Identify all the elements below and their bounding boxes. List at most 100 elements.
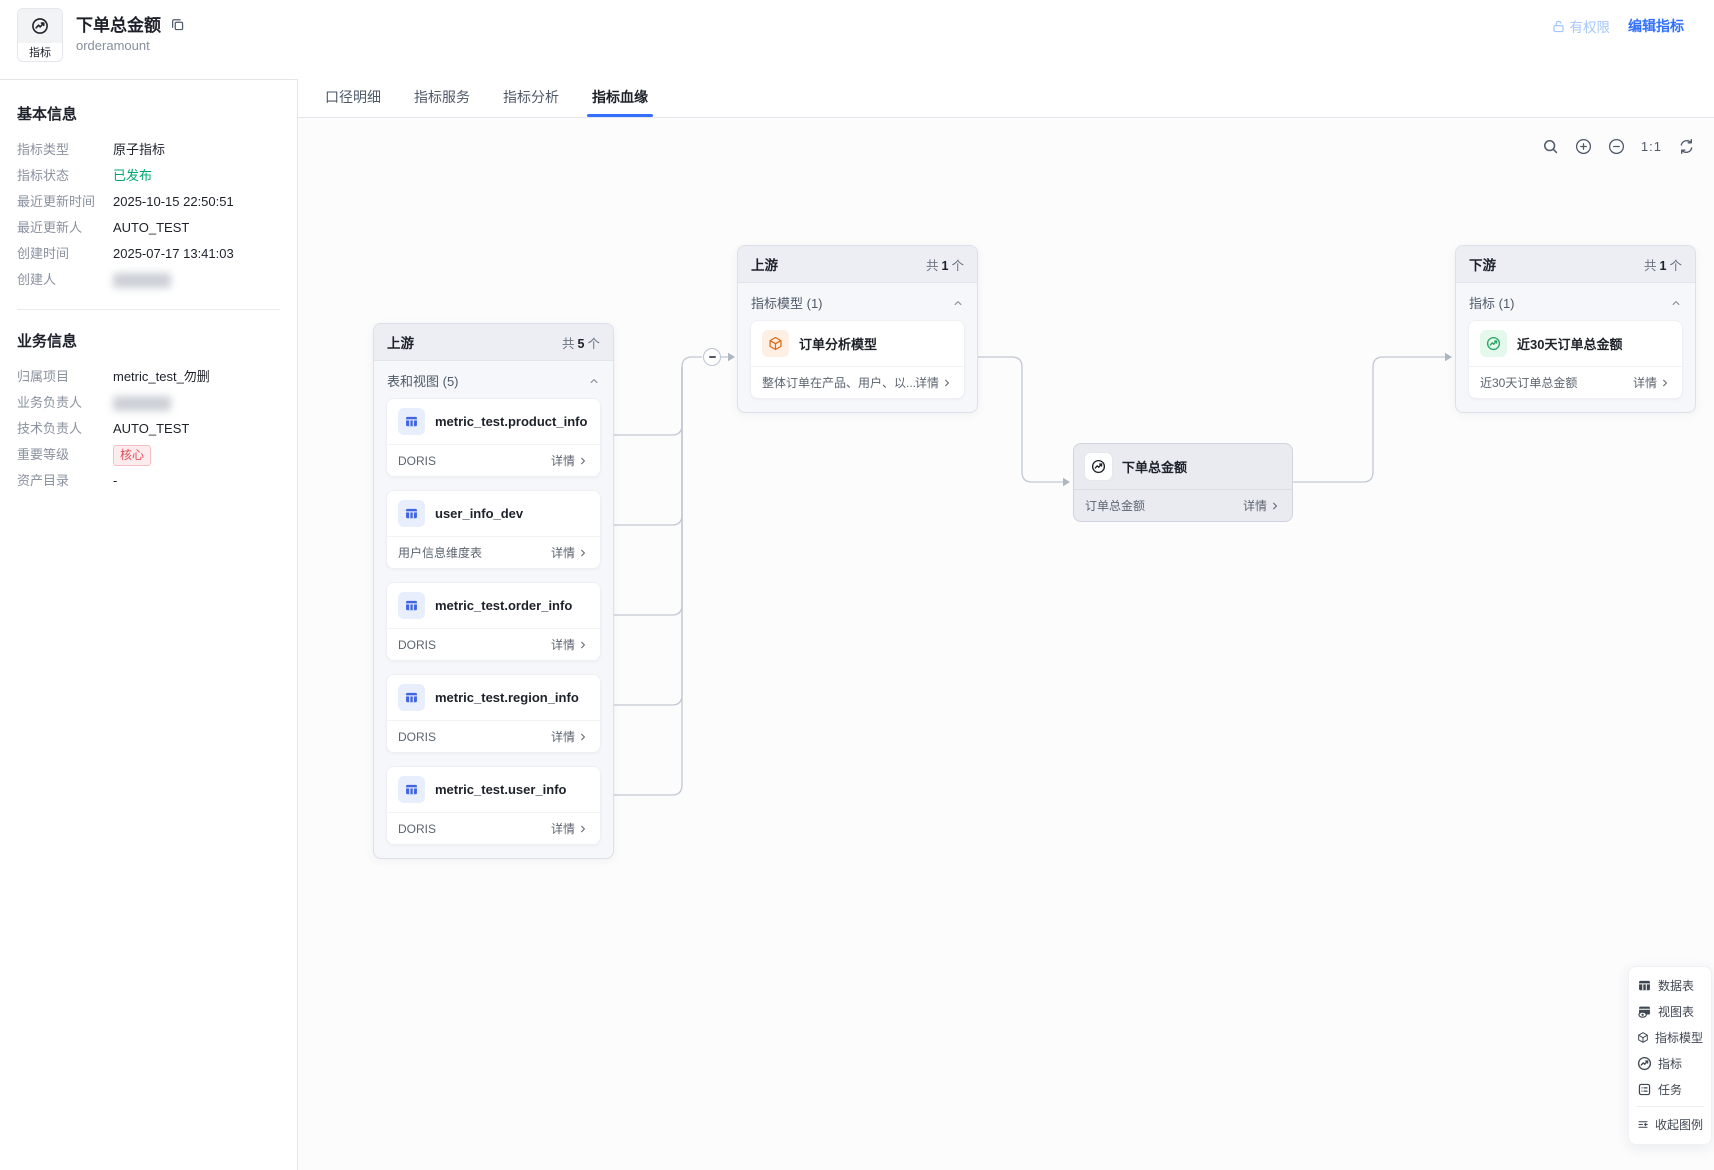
chevron-right-icon — [577, 731, 589, 743]
detail-link[interactable]: 详情 — [551, 452, 589, 469]
field-importance-level: 重要等级 核心 — [17, 442, 280, 468]
field-metric-type: 指标类型 原子指标 — [17, 142, 166, 157]
model-node-card[interactable]: 订单分析模型 整体订单在产品、用户、以... 详情 — [750, 320, 965, 399]
detail-tabbar: 口径明细 指标服务 指标分析 指标血缘 — [298, 79, 1714, 118]
business-info-section-title: 业务信息 — [17, 333, 78, 350]
field-created-by: 创建人 — [17, 267, 280, 293]
redacted-value — [113, 396, 171, 411]
chevron-right-icon — [941, 377, 953, 389]
group-section-header: 表和视图 (5) — [374, 361, 613, 398]
metric-icon — [1637, 1056, 1652, 1071]
metric-icon — [18, 9, 62, 43]
chevron-right-icon — [577, 639, 589, 651]
field-metric-status: 指标状态 已发布 — [17, 163, 280, 189]
info-sidebar: 基本信息 指标类型 原子指标 指标状态 已发布 最近更新时间 2025-10-1… — [0, 79, 298, 1170]
metric-model-icon — [1637, 1030, 1649, 1045]
copy-icon[interactable] — [170, 17, 185, 32]
legend-panel: 数据表 视图表 指标模型 指标 任务 收起图例 — [1628, 966, 1712, 1145]
field-project: 归属项目 metric_test_勿删 — [17, 369, 210, 384]
view-table-icon — [1637, 1004, 1652, 1019]
detail-link[interactable]: 详情 — [551, 820, 589, 837]
table-icon — [1637, 978, 1652, 993]
tab-metric-lineage[interactable]: 指标血缘 — [587, 79, 653, 117]
detail-link[interactable]: 详情 — [1243, 497, 1281, 514]
legend-divider — [1636, 1106, 1704, 1107]
canvas-toolbar: 1:1 — [1542, 138, 1695, 155]
level-badge: 核心 — [113, 445, 152, 466]
legend-collapse-button[interactable]: 收起图例 — [1637, 1111, 1703, 1137]
detail-link[interactable]: 详情 — [551, 636, 589, 653]
current-metric-node[interactable]: 下单总金额 订单总金额 详情 — [1073, 443, 1293, 522]
chevron-up-icon[interactable] — [588, 375, 600, 387]
table-icon — [398, 776, 425, 803]
task-icon — [1637, 1082, 1652, 1097]
legend-item-datatable: 数据表 — [1637, 972, 1703, 998]
metric-badge-label: 指标 — [29, 47, 51, 59]
metric-node-card[interactable]: 近30天订单总金额 近30天订单总金额 详情 — [1468, 320, 1683, 399]
permission-chip[interactable]: 有权限 — [1551, 16, 1611, 36]
table-icon — [398, 684, 425, 711]
permission-label: 有权限 — [1569, 20, 1611, 35]
tab-metric-analysis[interactable]: 指标分析 — [503, 89, 559, 105]
refresh-icon[interactable] — [1678, 138, 1695, 155]
legend-item-viewtable: 视图表 — [1637, 998, 1703, 1024]
detail-link[interactable]: 详情 — [1633, 374, 1671, 391]
chevron-right-icon — [1269, 500, 1281, 512]
page-title: 下单总金额 — [76, 16, 161, 35]
page-header: 指标 下单总金额 orderamount 有权限 编辑指标 — [0, 0, 1714, 79]
zoom-in-icon[interactable] — [1575, 138, 1592, 155]
detail-link[interactable]: 详情 — [551, 728, 589, 745]
metric-type-badge: 指标 — [17, 8, 63, 62]
sidebar-divider — [17, 309, 280, 310]
table-node-card[interactable]: metric_test.region_info DORIS 详情 — [386, 674, 601, 753]
unlock-icon — [1551, 19, 1566, 34]
legend-item-metric-model: 指标模型 — [1637, 1024, 1703, 1050]
field-business-owner: 业务负责人 — [17, 390, 280, 416]
field-tech-owner: 技术负责人 AUTO_TEST — [17, 421, 190, 436]
edge-collapse-button[interactable] — [703, 348, 721, 366]
chevron-right-icon — [577, 547, 589, 559]
chevron-right-icon — [1659, 377, 1671, 389]
table-icon — [398, 500, 425, 527]
field-asset-catalog: 资产目录 - — [17, 473, 118, 488]
status-published: 已发布 — [113, 168, 153, 183]
tab-metric-service[interactable]: 指标服务 — [414, 89, 470, 105]
legend-item-task: 任务 — [1637, 1076, 1703, 1102]
metric-icon — [1085, 453, 1112, 480]
zoom-out-icon[interactable] — [1608, 138, 1625, 155]
chevron-right-icon — [577, 455, 589, 467]
metric-icon — [1480, 330, 1507, 357]
field-updated-time: 最近更新时间 2025-10-15 22:50:51 — [17, 194, 234, 209]
basic-info-section-title: 基本信息 — [17, 106, 78, 123]
edit-metric-button[interactable]: 编辑指标 — [1628, 18, 1684, 34]
chevron-up-icon[interactable] — [952, 297, 964, 309]
collapse-legend-icon — [1637, 1117, 1649, 1132]
group-section-header: 指标模型 (1) — [738, 283, 977, 320]
redacted-value — [113, 273, 171, 288]
legend-item-metric: 指标 — [1637, 1050, 1703, 1076]
detail-link[interactable]: 详情 — [915, 374, 953, 391]
table-node-card[interactable]: metric_test.product_info DORIS 详情 — [386, 398, 601, 477]
search-icon[interactable] — [1542, 138, 1559, 155]
table-node-card[interactable]: user_info_dev 用户信息维度表 详情 — [386, 490, 601, 569]
table-node-card[interactable]: metric_test.order_info DORIS 详情 — [386, 582, 601, 661]
metric-model-icon — [762, 330, 789, 357]
chevron-right-icon — [577, 823, 589, 835]
tab-caliber-detail[interactable]: 口径明细 — [325, 89, 381, 105]
table-node-card[interactable]: metric_test.user_info DORIS 详情 — [386, 766, 601, 845]
zoom-ratio-button[interactable]: 1:1 — [1640, 139, 1662, 154]
table-icon — [398, 592, 425, 619]
field-created-time: 创建时间 2025-07-17 13:41:03 — [17, 246, 234, 261]
detail-link[interactable]: 详情 — [551, 544, 589, 561]
page-subtitle: orderamount — [76, 38, 150, 53]
minus-icon — [708, 356, 716, 358]
table-icon — [398, 408, 425, 435]
chevron-up-icon[interactable] — [1670, 297, 1682, 309]
